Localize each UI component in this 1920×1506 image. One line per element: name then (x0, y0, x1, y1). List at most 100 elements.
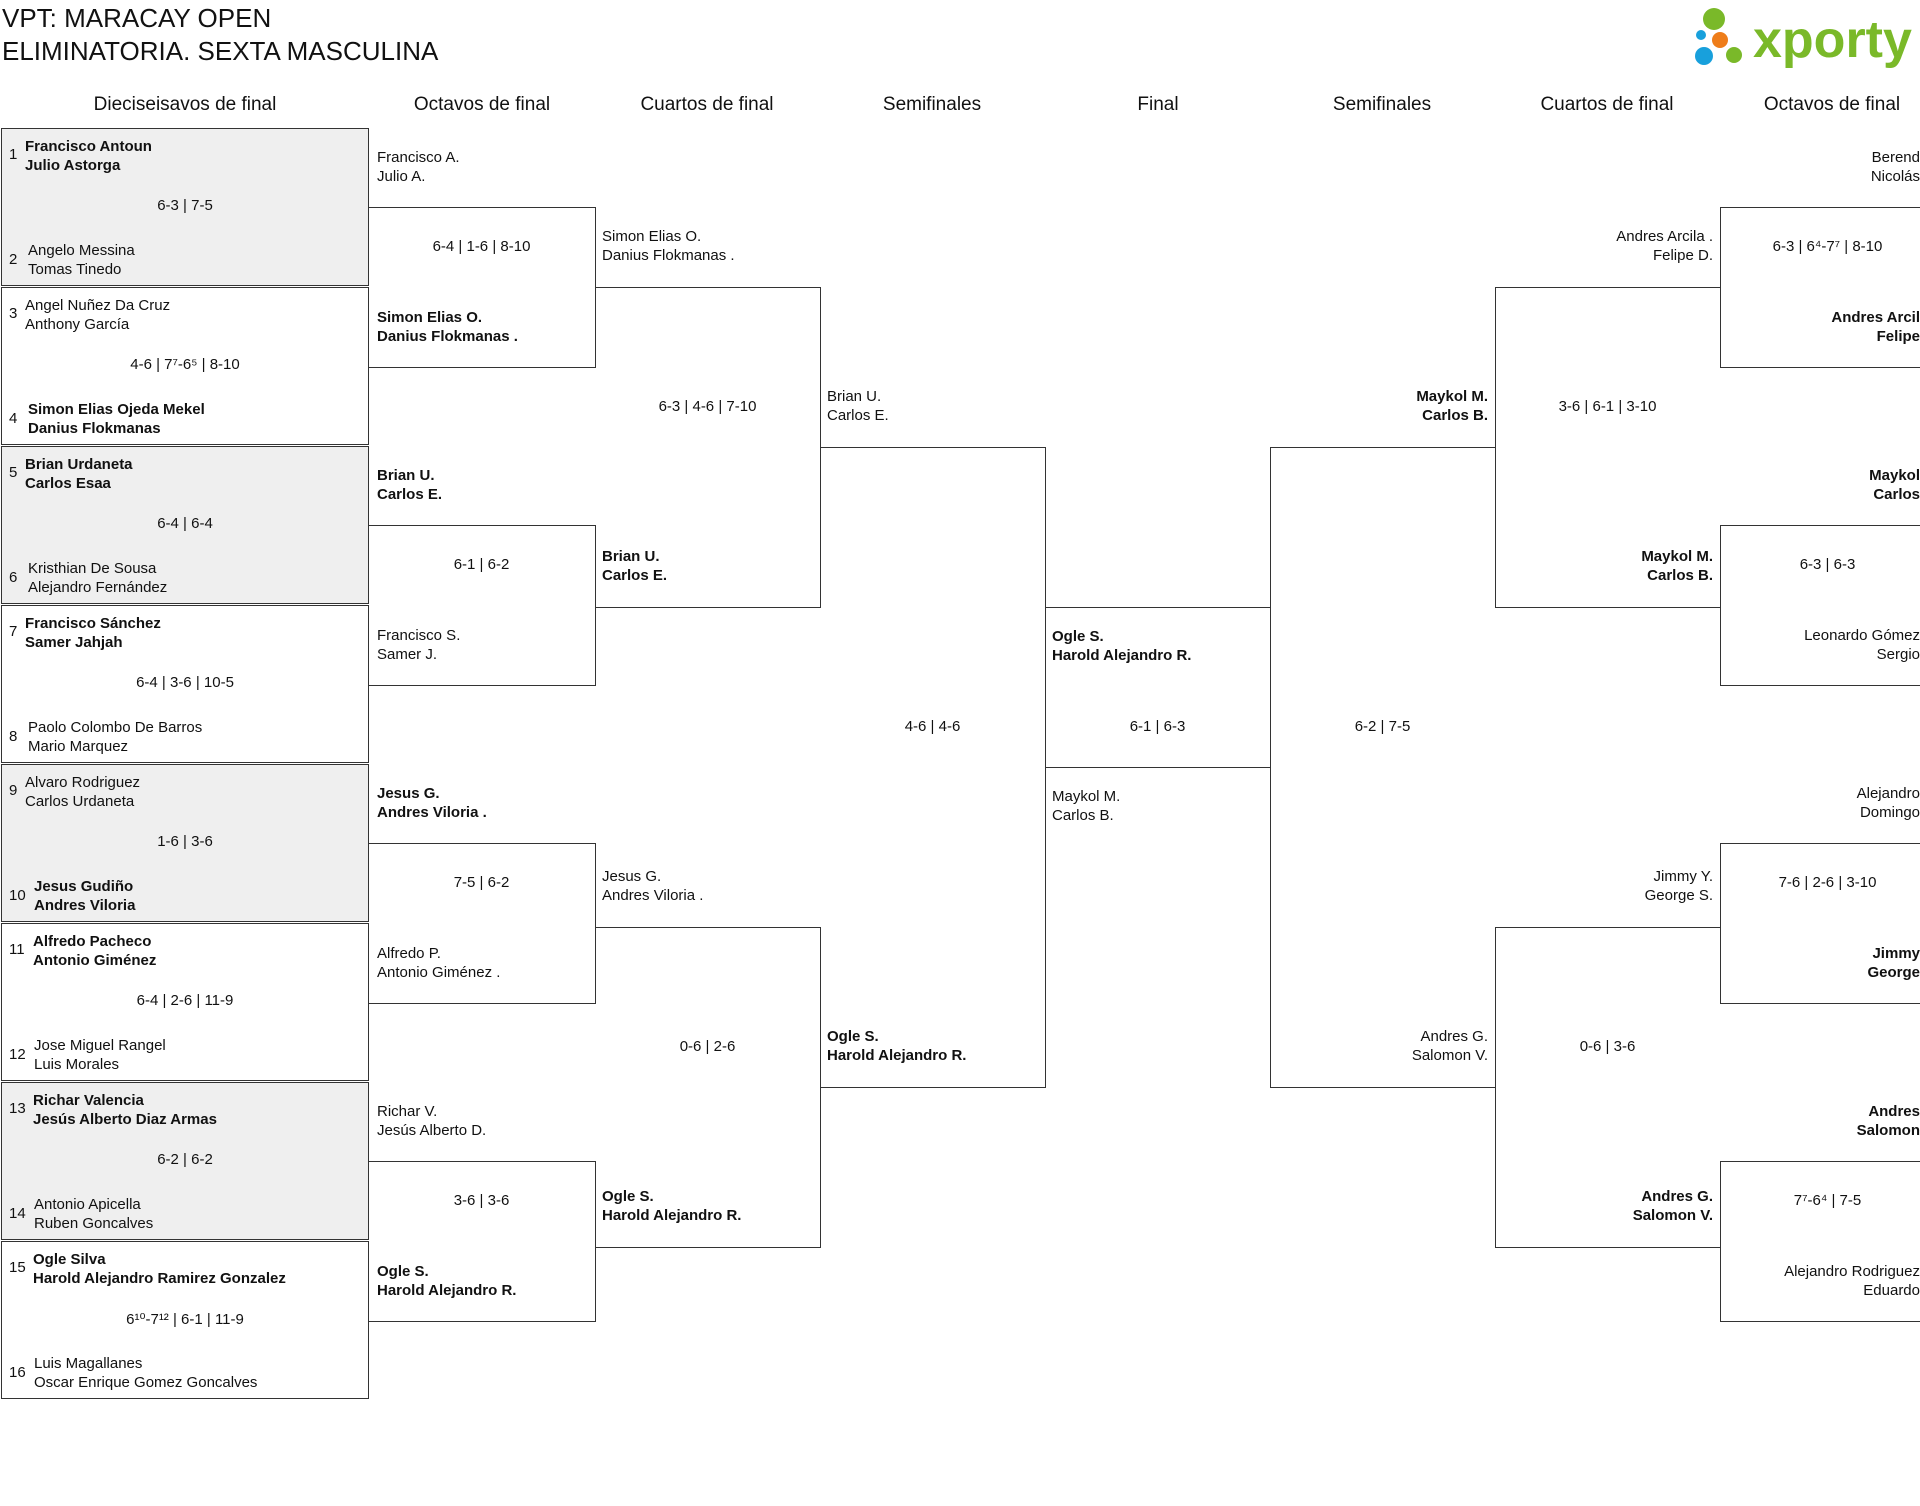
pair-bottom: Alfredo P.Antonio Giménez . (377, 944, 500, 982)
player-name: Harold Alejandro Ramirez Gonzalez (33, 1270, 286, 1287)
match-score: 6-4 | 2-6 | 11-9 (136, 992, 234, 1009)
player-name: Brian U. (827, 388, 882, 405)
player-name: Felipe (1876, 328, 1920, 345)
bracket-line (1720, 1161, 1920, 1322)
player-name: Danius Flokmanas . (377, 328, 518, 345)
player-name: Simon Elias Ojeda Mekel (28, 401, 205, 418)
player-name: Brian U. (377, 467, 435, 484)
pair-top: Francisco A. Julio A. (377, 148, 460, 186)
seed-number: 16 (9, 1364, 26, 1381)
player-name: Kristhian De Sousa (28, 560, 157, 577)
pair-top: Jimmy Y.George S. (1413, 867, 1713, 905)
player-name: Carlos E. (827, 407, 889, 424)
match-score: 7-6 | 2-6 | 3-10 (1778, 874, 1877, 891)
match-score: 6-1 | 6-2 (453, 556, 510, 573)
player-name: Jesus G. (602, 868, 662, 885)
pair-bottom: Ogle S. Harold Alejandro R. (827, 1027, 966, 1065)
logo-wordmark: xporty (1753, 11, 1912, 69)
bracket-line (1270, 447, 1496, 1088)
player-name: Julio A. (377, 168, 426, 185)
player-name: Simon Elias O. (602, 228, 702, 245)
pair-top: Richar V.Jesús Alberto D. (377, 1102, 486, 1140)
player-name: Harold Alejandro R. (377, 1282, 517, 1299)
player-name: Salomon V. (1411, 1047, 1488, 1064)
pair-top: Jesus G.Andres Viloria . (602, 867, 703, 905)
round-header: Dieciseisavos de final (93, 94, 277, 115)
bracket-line (368, 525, 596, 686)
bracket-line (1720, 843, 1920, 1004)
player-name: Carlos Esaa (25, 475, 111, 492)
match-score: 7⁷-6⁴ | 7-5 (1793, 1192, 1862, 1209)
player-name: Brian U. (602, 548, 660, 565)
player-name: Ogle S. (827, 1028, 879, 1045)
player-name: Jesús Alberto Diaz Armas (33, 1111, 217, 1128)
match-score: 6-3 | 7-5 (157, 197, 213, 214)
pair-bottom: Francisco S.Samer J. (377, 626, 460, 664)
match-score: 3-6 | 6-1 | 3-10 (1558, 398, 1657, 415)
round-header: Octavos de final (413, 94, 551, 115)
player-name: Ruben Goncalves (34, 1215, 154, 1232)
player-name: Alfredo Pacheco (33, 933, 152, 950)
player-name: Carlos E. (377, 486, 443, 503)
match-score: 4-6 | 4-6 (904, 718, 961, 735)
player-name: Alejandro (1856, 785, 1920, 802)
bracket-line (1720, 525, 1920, 686)
player-name: George (1867, 964, 1920, 981)
match-score: 6¹⁰-7¹² | 6-1 | 11-9 (126, 1311, 244, 1328)
player-name: Jimmy (1872, 945, 1920, 962)
bracket-line (1720, 207, 1920, 368)
seed-number: 8 (9, 728, 18, 745)
seed-number: 3 (9, 305, 18, 322)
player-name: Danius Flokmanas (28, 420, 161, 437)
player-name: Ogle Silva (33, 1251, 106, 1268)
bracket-line (1495, 927, 1721, 1248)
pair-top: Brian U. Carlos E. (377, 466, 442, 504)
seed-number: 5 (9, 464, 18, 481)
player-name: Andres G. (1420, 1028, 1488, 1045)
player-name: Harold Alejandro R. (827, 1047, 967, 1064)
player-name: Angelo Messina (28, 242, 135, 259)
pair-bottom: Ogle S.Harold Alejandro R. (602, 1187, 741, 1225)
seed-number: 12 (9, 1046, 26, 1063)
match-score: 6-1 | 6-3 (1129, 718, 1186, 735)
logo-dot-blue-small (1696, 30, 1706, 40)
player-name: Jesús Alberto D. (377, 1122, 487, 1139)
bracket-line (368, 843, 596, 1004)
logo-dot-green (1703, 8, 1725, 30)
player-name: Angel Nuñez Da Cruz (25, 297, 171, 314)
pair-bottom: Andres G.Salomon V. (1413, 1187, 1713, 1225)
player-name: Carlos Urdaneta (25, 793, 135, 810)
pair-top: Maykol M.Carlos B. (1188, 387, 1488, 425)
player-name: Carlos B. (1422, 407, 1488, 424)
seed-number: 11 (9, 941, 25, 958)
pair-bottom: Ogle S.Harold Alejandro R. (377, 1262, 516, 1300)
pair-top: Andres Arcila .Felipe D. (1413, 227, 1713, 265)
match-score: 3-6 | 3-6 (453, 1192, 510, 1209)
pair-top: Brian U. Carlos E. (827, 387, 889, 425)
match-score: 6-4 | 1-6 | 8-10 (432, 238, 531, 255)
player-name: George S. (1644, 887, 1713, 904)
player-name: Andres Arcila . (1616, 228, 1713, 245)
player-name: Antonio Giménez (33, 952, 157, 969)
seed-number: 4 (9, 410, 18, 427)
player-name: Francisco A. (377, 149, 460, 166)
player-name: Oscar Enrique Gomez Goncalves (34, 1374, 258, 1391)
player-name: Richar Valencia (33, 1092, 144, 1109)
player-name: Andres Arcil (1831, 309, 1920, 326)
match-score: 1-6 | 3-6 (157, 833, 213, 850)
